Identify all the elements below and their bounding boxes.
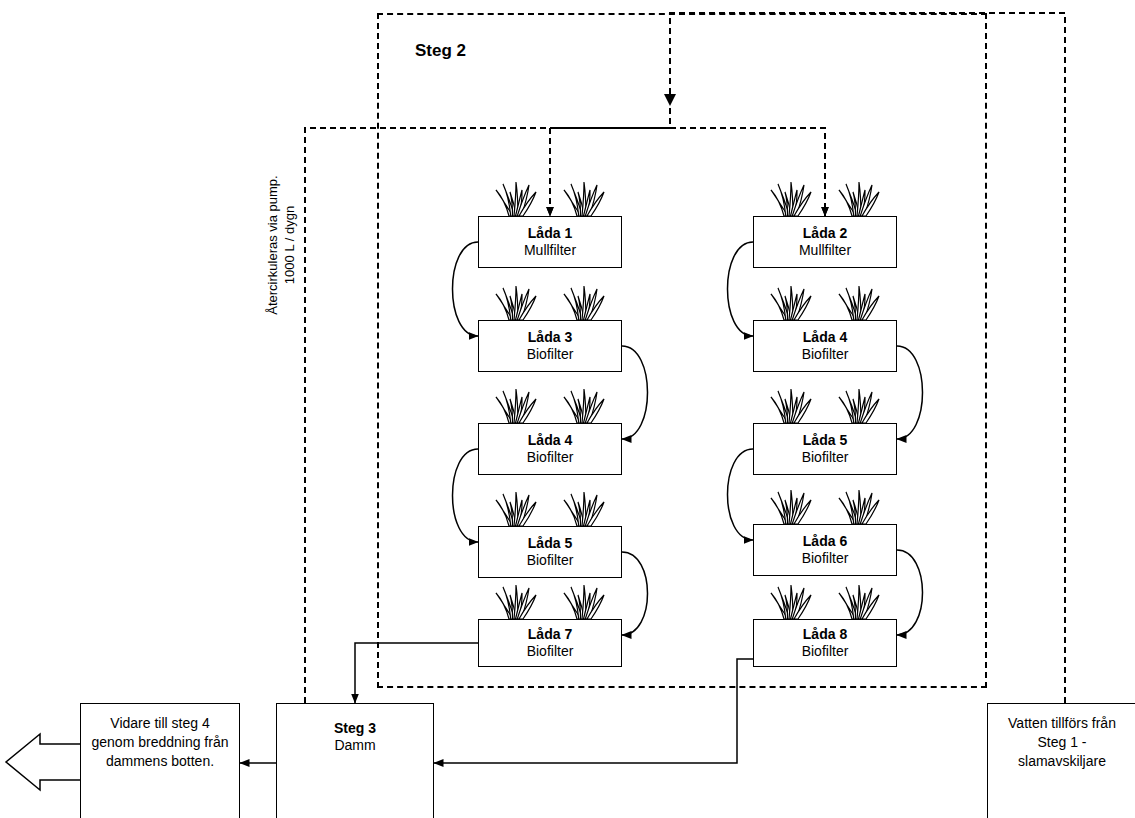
- filter-box: Låda 8Biofilter: [753, 619, 897, 667]
- grass-blade: [862, 399, 879, 423]
- box-title: Låda 4: [485, 432, 615, 449]
- dashed-flow-arrow: [305, 128, 550, 703]
- grass-blade: [519, 192, 536, 216]
- box-title: Låda 4: [760, 329, 890, 346]
- grass-blade: [587, 502, 604, 526]
- filter-box: Låda 6Biofilter: [753, 524, 897, 576]
- flow-arrow: [434, 659, 753, 763]
- dashed-flow-arrow: [305, 128, 825, 703]
- process-box: Vatten tillförs från Steg 1 - slamavskil…: [987, 703, 1135, 818]
- box-text: Biofilter: [485, 552, 615, 569]
- box-text: Biofilter: [760, 643, 890, 660]
- box-text: Biofilter: [760, 449, 890, 466]
- filter-box: Låda 5Biofilter: [753, 423, 897, 475]
- flow-arrow: [453, 242, 479, 336]
- box-title: Låda 5: [760, 432, 890, 449]
- dashed-flow-arrow: [670, 13, 1065, 703]
- stage-region: Steg 2Låda 1MullfilterLåda 2MullfilterLå…: [377, 13, 987, 688]
- box-title: Låda 5: [485, 535, 615, 552]
- filter-box: Låda 3Biofilter: [478, 320, 622, 372]
- box-title: Låda 6: [760, 533, 890, 550]
- box-title: Låda 2: [760, 225, 890, 242]
- grass-blade: [794, 192, 811, 216]
- flow-arrow: [897, 550, 923, 635]
- flow-arrow: [728, 242, 754, 336]
- grass-blade: [862, 296, 879, 320]
- filter-box: Låda 4Biofilter: [753, 320, 897, 372]
- filter-box: Låda 4Biofilter: [478, 423, 622, 475]
- grass-blade: [794, 399, 811, 423]
- filter-box: Låda 5Biofilter: [478, 526, 622, 578]
- grass-blade: [794, 500, 811, 524]
- region-title: Steg 2: [415, 41, 466, 61]
- dashed-flow-arrow: [550, 13, 1065, 703]
- grass-blade: [519, 502, 536, 526]
- box-text: Biofilter: [485, 346, 615, 363]
- flow-arrow: [622, 552, 648, 635]
- grass-blade: [587, 595, 604, 619]
- filter-box: Låda 1Mullfilter: [478, 216, 622, 268]
- flow-arrow: [355, 643, 478, 703]
- grass-blade: [587, 399, 604, 423]
- box-text: Vidare till steg 4 genom breddning från …: [89, 714, 231, 771]
- flow-arrow: [897, 346, 923, 439]
- box-text: Mullfilter: [485, 242, 615, 259]
- flow-arrow: [728, 449, 754, 540]
- grass-blade: [862, 500, 879, 524]
- filter-box: Låda 7Biofilter: [478, 619, 622, 667]
- flow-arrow: [453, 449, 479, 542]
- box-title: Låda 3: [485, 329, 615, 346]
- filter-box: Låda 2Mullfilter: [753, 216, 897, 268]
- grass-blade: [794, 296, 811, 320]
- outflow-arrow: [6, 734, 80, 790]
- box-text: Mullfilter: [760, 242, 890, 259]
- flow-arrow: [622, 346, 648, 439]
- box-title: Låda 7: [485, 626, 615, 643]
- grass-blade: [587, 192, 604, 216]
- box-text: Vatten tillförs från Steg 1 - slamavskil…: [996, 714, 1128, 771]
- box-title: Låda 8: [760, 626, 890, 643]
- flow-arrow: [240, 762, 276, 764]
- grass-blade: [519, 399, 536, 423]
- box-title: Steg 3: [285, 720, 425, 737]
- grass-blade: [519, 296, 536, 320]
- grass-blade: [794, 595, 811, 619]
- process-box: Steg 3Damm: [276, 703, 434, 818]
- grass-blade: [862, 595, 879, 619]
- process-box: Vidare till steg 4 genom breddning från …: [80, 703, 240, 818]
- box-title: Låda 1: [485, 225, 615, 242]
- grass-blade: [519, 595, 536, 619]
- grass-blade: [862, 192, 879, 216]
- box-text: Damm: [285, 737, 425, 754]
- grass-blade: [587, 296, 604, 320]
- box-text: Biofilter: [485, 449, 615, 466]
- box-text: Biofilter: [485, 643, 615, 660]
- box-text: Biofilter: [760, 550, 890, 567]
- flow-note: Återcirkuleras via pump. 1000 L / dygn: [264, 160, 298, 330]
- box-text: Biofilter: [760, 346, 890, 363]
